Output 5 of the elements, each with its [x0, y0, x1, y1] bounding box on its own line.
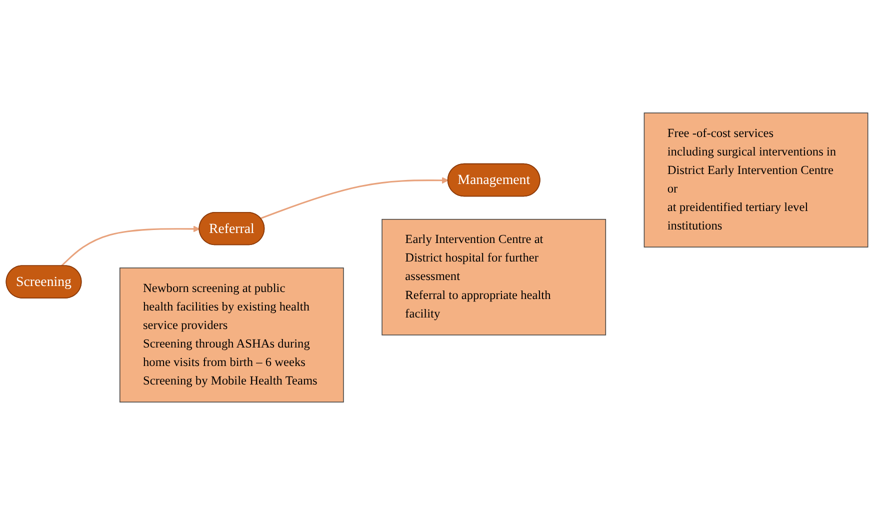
node-box: Free -of-cost services including surgical interventions in District Early Intervention Centre or at preidentified tertiary level institutions: [644, 112, 868, 248]
node-box: Newborn screening at public health facilities by existing health service providers Screening through ASHAs during home visits from birth – 6 weeks Screening by Mobile Health Teams: [120, 268, 344, 402]
arrow: [60, 226, 200, 267]
arrow: [260, 176, 448, 220]
node-box: Early Intervention Centre at District hospital for further assessment Referral to appropriate health facility: [382, 218, 606, 336]
